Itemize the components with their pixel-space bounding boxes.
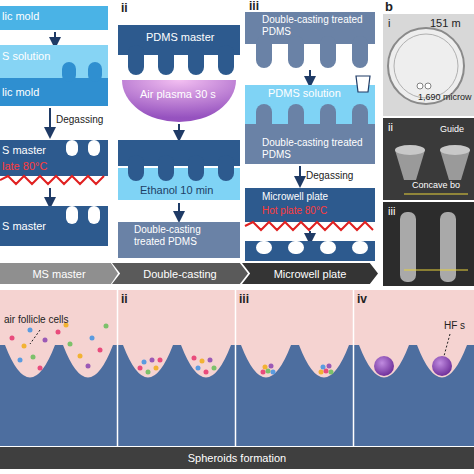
step-label: S master <box>2 220 72 233</box>
step-label: PDMS master <box>146 31 236 44</box>
panel-b <box>383 14 474 286</box>
step-label: lic mold <box>2 86 72 99</box>
step-label: i <box>388 17 400 30</box>
step-label: ii <box>388 121 402 134</box>
step-label: S master <box>2 144 72 157</box>
stage-label: Microwell plate <box>274 268 347 280</box>
step-label: 1,690 microw <box>418 92 474 102</box>
step-label: Degassing <box>306 170 366 182</box>
process-band: Spheroids formation <box>0 447 474 469</box>
step-label: Double-casting treated PDMS <box>134 224 234 247</box>
panel-c <box>0 290 474 446</box>
stage-label: MS master <box>32 268 85 280</box>
panel-letter: iii <box>249 0 269 14</box>
panel-letter: iii <box>239 293 263 307</box>
stage-chevron: Microwell plate <box>242 263 378 284</box>
step-label: Ethanol 10 min <box>140 184 230 197</box>
step-label: HF s <box>444 320 474 332</box>
step-label: Hot plate 80°C <box>262 205 372 217</box>
step-label: Guide <box>440 124 474 134</box>
step-label: Degassing <box>56 114 116 126</box>
stage-label: Spheroids formation <box>188 452 286 464</box>
column-ii <box>118 25 240 258</box>
stage-label: Double-casting <box>143 268 216 280</box>
panel-letter: ii <box>121 2 141 16</box>
panel-letter: ii <box>121 293 141 307</box>
panel-letter: b <box>385 0 400 15</box>
panel-letter: iv <box>357 293 377 307</box>
step-label: Air plasma 30 s <box>140 88 230 101</box>
stage-chevron: Double-casting <box>112 263 248 284</box>
step-label: PDMS solution <box>268 87 358 100</box>
step-label: Concave bo <box>412 180 474 190</box>
step-label: Double-casting treated PDMS <box>262 14 372 37</box>
step-label: S solution <box>2 50 82 63</box>
step-label: Microwell plate <box>262 191 372 203</box>
step-label: 151 m <box>430 17 474 30</box>
cells <box>10 323 453 377</box>
step-label: lic mold <box>2 10 72 23</box>
stage-chevron: MS master <box>0 263 118 284</box>
column-iii <box>245 12 375 261</box>
step-label: late 80°C <box>2 160 72 173</box>
step-label: air follicle cells <box>4 314 116 326</box>
step-label: Double-casting treated PDMS <box>262 137 372 160</box>
step-label: iii <box>388 205 404 218</box>
